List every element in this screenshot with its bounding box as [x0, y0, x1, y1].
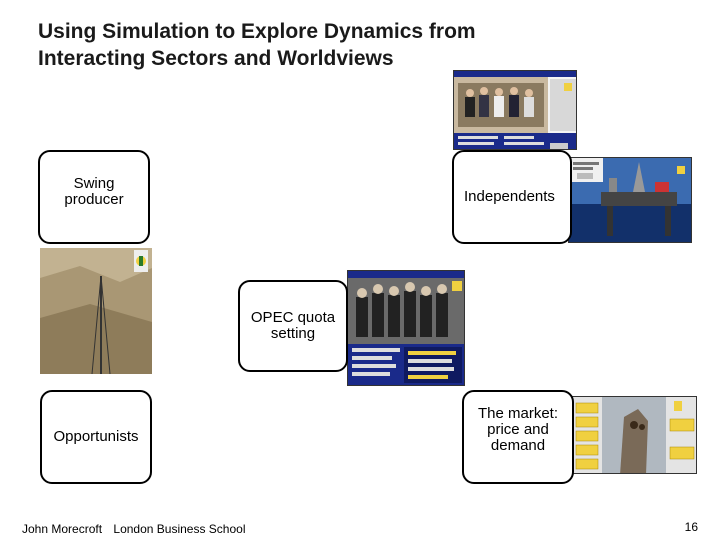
title-line-1: Using Simulation to Explore Dynamics fro…: [38, 20, 476, 43]
opec-quota-box: OPEC quota setting: [238, 280, 348, 372]
swing-producer-label: Swing producer: [64, 175, 124, 208]
market-box: The market: price and demand: [462, 390, 574, 484]
slide-title: Using Simulation to Explore Dynamics fro…: [38, 18, 598, 72]
footer-author: John Morecroft: [22, 522, 103, 536]
opec-quota-label: OPEC quota setting: [250, 309, 336, 342]
market-label: The market: price and demand: [477, 405, 559, 454]
meeting-photo-top: [453, 70, 577, 150]
swing-producer-box: Swing producer: [38, 150, 150, 244]
slide-footer: John Morecroft London Business School: [22, 522, 253, 536]
title-line-2: Interacting Sectors and Worldviews: [38, 47, 394, 70]
market-simulator-illustration: [572, 397, 696, 473]
offshore-rig-photo: [568, 157, 692, 243]
opportunists-box: Opportunists: [40, 390, 152, 484]
independents-label: Independents: [464, 188, 555, 205]
desert-derrick-photo: [40, 248, 152, 374]
page-number: 16: [684, 520, 698, 534]
opec-meeting-photo: [347, 270, 465, 386]
opportunists-label: Opportunists: [53, 428, 139, 445]
meeting-photo-illustration: [454, 71, 576, 149]
offshore-rig-illustration: [569, 158, 691, 242]
desert-derrick-illustration: [40, 248, 152, 374]
market-simulator-photo: [571, 396, 697, 474]
opec-meeting-illustration: [348, 271, 464, 385]
independents-box: Independents: [452, 150, 572, 244]
footer-school: London Business School: [113, 522, 246, 536]
